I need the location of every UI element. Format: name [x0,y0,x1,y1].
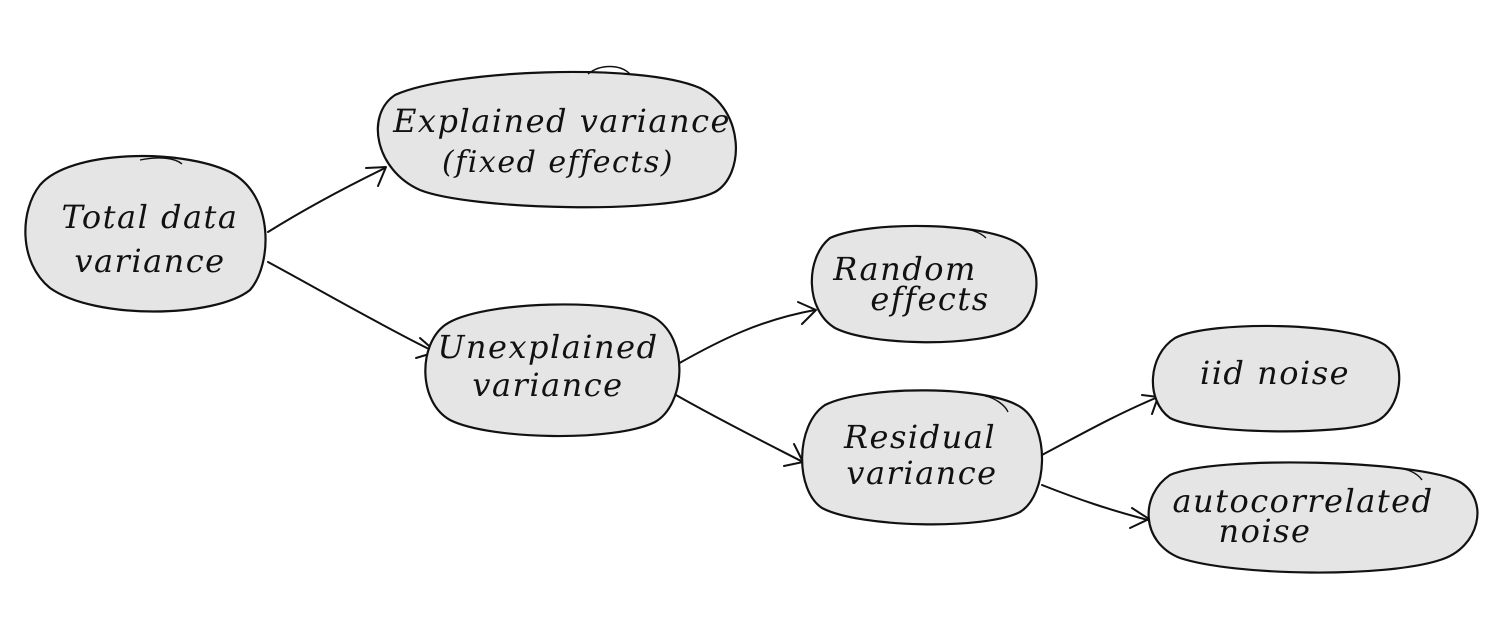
node-explained-line-2: (fixed effects) [442,145,674,180]
node-random-effects: Random effects [810,224,1038,344]
edges [267,166,1159,529]
node-unexplained-line-1: Unexplained [437,328,658,366]
node-autocorrelated-noise: autocorrelated noise [1147,461,1479,574]
edge-unexplained-to-random [675,301,817,366]
node-residual-variance: Residual variance [801,389,1044,526]
node-unexplained-variance: Unexplained variance [424,303,681,438]
node-autocorrelated-line-1: autocorrelated [1172,482,1433,520]
node-explained-variance: Explained variance (fixed effects) [376,65,737,209]
node-unexplained-line-2: variance [472,366,623,404]
edge-residual-to-autocorrelated [1041,484,1150,529]
node-iid-line-1: iid noise [1200,354,1350,392]
edge-total-to-unexplained [267,261,437,359]
edge-unexplained-to-residual [675,394,804,467]
node-total-data-variance: Total data variance [24,154,267,313]
node-residual-line-1: Residual [843,418,996,456]
node-explained-line-1: Explained variance [392,102,731,140]
node-total-line-1: Total data [62,198,239,236]
node-autocorrelated-line-2: noise [1219,512,1312,550]
node-random-line-1: Random [832,250,977,288]
edge-residual-to-iid [1041,394,1159,456]
node-residual-line-2: variance [846,454,997,492]
node-iid-noise: iid noise [1151,324,1401,433]
node-random-line-2: effects [870,280,989,318]
edge-total-to-explained [267,166,387,233]
node-total-line-2: variance [74,242,225,280]
